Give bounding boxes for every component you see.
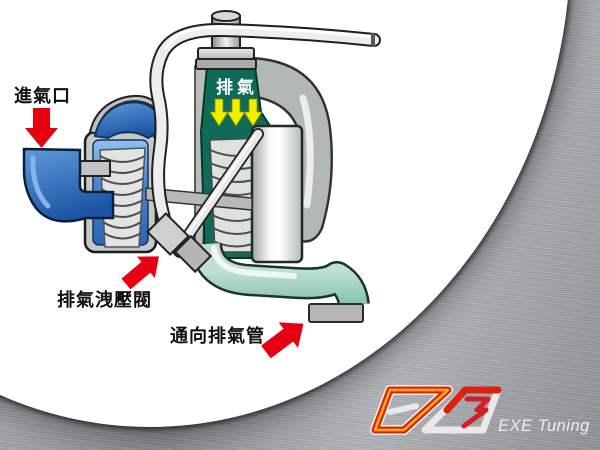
wastegate-rod: [174, 128, 264, 253]
valve-stem-cap: [195, 10, 257, 70]
housing-flange-tab: [77, 160, 111, 177]
diaphragm-spring: [99, 147, 146, 248]
wastegate-valve-label: 排氣洩壓閥: [57, 289, 152, 310]
wastegate-valve-plate: [146, 212, 213, 274]
diaphragm-dome: [93, 101, 164, 140]
wastegate-arrow-icon: [121, 256, 159, 290]
exhaust-flow-arrows-icon: [209, 98, 263, 127]
exhaust-label: 排氣: [216, 77, 258, 97]
brand-tagline: EXE Tuning: [498, 417, 590, 435]
intake-label: 進氣口: [14, 85, 71, 106]
intake-pipe: [22, 147, 115, 223]
to-exhaust-pipe-label: 通向排氣管: [170, 325, 265, 346]
exhaust-flange: [308, 303, 364, 323]
exhaust-elbow-pipe: [190, 241, 370, 323]
wastegate-outlet-pipe: [250, 124, 304, 264]
actuator-housing: [77, 94, 164, 254]
pressure-hose: [149, 22, 381, 258]
intake-arrow-icon: [25, 108, 58, 148]
exe-logo: [370, 385, 502, 435]
exhaust-pipe-arrow-icon: [261, 322, 304, 359]
